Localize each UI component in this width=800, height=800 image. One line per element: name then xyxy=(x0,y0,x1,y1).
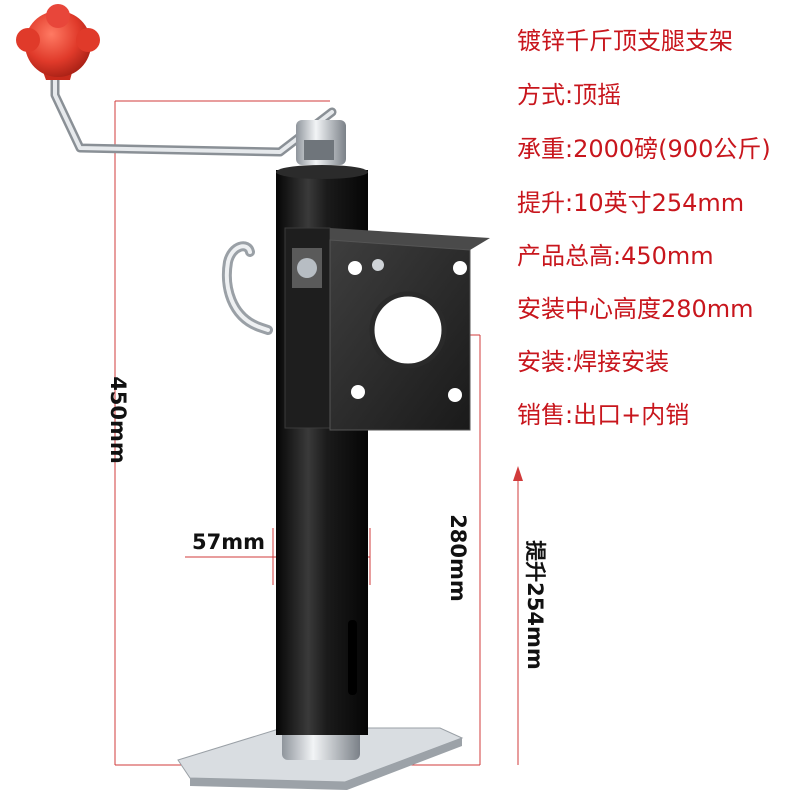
tube-slot xyxy=(348,620,357,695)
spec-height: 产品总高:450mm xyxy=(517,242,714,270)
tube-top xyxy=(276,165,368,179)
dim-width-label: 57mm xyxy=(192,530,265,554)
spec-title: 镀锌千斤顶支腿支架 xyxy=(517,27,733,55)
bolt xyxy=(372,259,384,271)
spec-method: 方式:顶摇 xyxy=(517,81,622,109)
spec-lift: 提升:10英寸254mm xyxy=(517,189,745,217)
dim-lift-label: 提升254mm xyxy=(523,540,547,670)
mounting-plate xyxy=(329,228,490,431)
spec-sales: 销售:出口+内销 xyxy=(517,401,690,429)
spec-center-height: 安装中心高度280mm xyxy=(517,295,754,323)
crank-handle xyxy=(50,70,346,165)
dim-mount-height-label: 280mm xyxy=(446,514,470,602)
plate-hole xyxy=(351,385,365,399)
dim-total-height-label: 450mm xyxy=(106,376,130,464)
spring-pin xyxy=(297,258,317,278)
lift-arrow-icon xyxy=(513,466,523,481)
plate-center-hole xyxy=(369,291,447,369)
j-hook xyxy=(221,241,273,335)
plate-hole xyxy=(448,388,462,402)
plate-hole xyxy=(453,261,467,275)
plate-hole xyxy=(348,261,362,275)
spec-install: 安装:焊接安装 xyxy=(517,348,670,376)
spec-load: 承重:2000磅(900公斤) xyxy=(517,135,771,163)
crank-knob-icon xyxy=(16,4,100,80)
